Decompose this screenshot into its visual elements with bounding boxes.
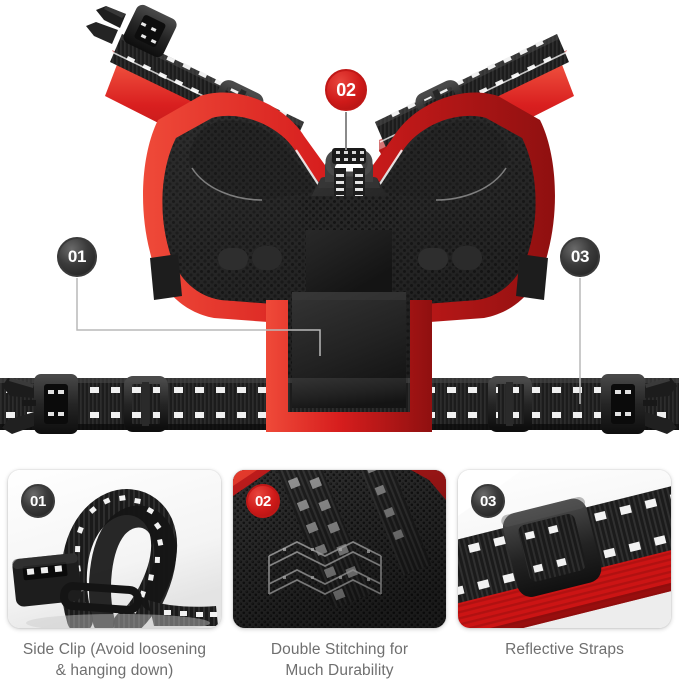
card-caption-side-clip: Side Clip (Avoid loosening & hanging dow… [8, 639, 221, 681]
card-badge-01[interactable]: 01 [21, 484, 55, 518]
belly-adjuster-left [124, 376, 168, 432]
card1-buckle-body [12, 553, 82, 607]
card-caption-double-stitching: Double Stitching for Much Durability [233, 639, 446, 681]
caption-line-2: Much Durability [285, 662, 394, 679]
right-padding-bolsters [418, 246, 482, 270]
caption-line-1: Side Clip (Avoid loosening [22, 641, 207, 658]
card-photo-reflective-straps: 03 [458, 470, 671, 628]
caption-line-1: Double Stitching for [270, 641, 409, 658]
left-padding-bolsters [218, 246, 282, 270]
feature-card-side-clip: 01 Side Clip (Avoid loosening & hanging … [8, 470, 221, 681]
caption-line-2: & hanging down) [55, 662, 174, 679]
belly-strap [0, 374, 679, 434]
callout-leader-lines [76, 112, 581, 404]
card-badge-03[interactable]: 03 [471, 484, 505, 518]
left-top-buckle [86, 4, 177, 58]
feature-card-row: 01 Side Clip (Avoid loosening & hanging … [0, 470, 679, 691]
feature-card-double-stitching: 02 Double Stitching for Much Durability [233, 470, 446, 681]
hero-product-image: 01 02 03 [0, 4, 679, 434]
right-side-clip-buckle [601, 374, 677, 434]
card-caption-reflective-straps: Reflective Straps [458, 639, 671, 660]
callout-badge-02[interactable]: 02 [325, 69, 367, 111]
belly-adjuster-right [488, 376, 532, 432]
card3-slider-buckle [501, 496, 602, 597]
harness-illustration [0, 4, 679, 434]
card-photo-side-clip: 01 [8, 470, 221, 628]
feature-card-reflective-straps: 03 Reflective Straps [458, 470, 671, 660]
left-side-clip-buckle [2, 374, 78, 434]
leader-line-01 [76, 278, 321, 356]
callout-badge-03[interactable]: 03 [560, 237, 600, 277]
caption-line-1: Reflective Straps [505, 641, 624, 658]
card-badge-02[interactable]: 02 [246, 484, 280, 518]
callout-badge-01[interactable]: 01 [57, 237, 97, 277]
card-photo-double-stitching: 02 [233, 470, 446, 628]
